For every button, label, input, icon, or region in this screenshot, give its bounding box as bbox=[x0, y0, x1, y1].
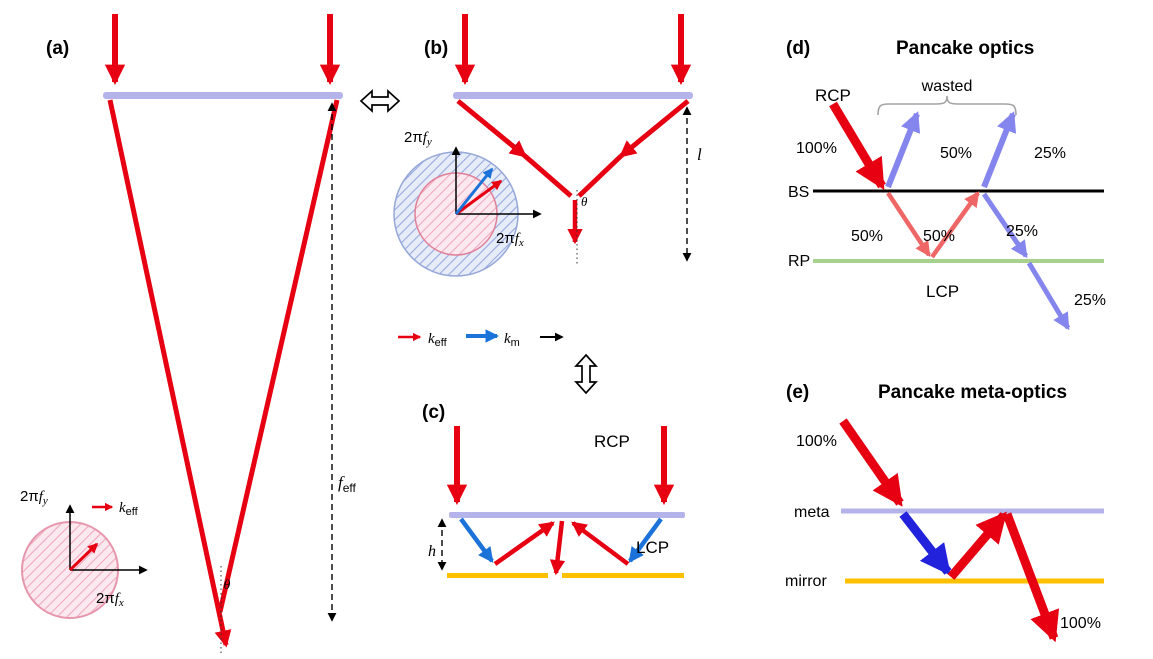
lcp-down-arrow bbox=[899, 511, 952, 576]
return-up-arrow bbox=[930, 191, 980, 259]
bounce-ray-left bbox=[493, 521, 555, 566]
pct-wasted-2-label: 25% bbox=[1034, 145, 1066, 162]
k-eff-legend-label: keff bbox=[119, 500, 139, 518]
panel-b-label: (b) bbox=[424, 38, 448, 59]
metalens-bar bbox=[453, 92, 693, 99]
lcp-ray-left bbox=[459, 517, 494, 563]
fx-axis-label: 2πfx bbox=[96, 590, 124, 609]
focal-length-label: feff bbox=[338, 473, 357, 495]
wasted-arrow-2 bbox=[981, 111, 1017, 189]
theta-label: θ bbox=[224, 578, 231, 593]
bounce-up-arrow bbox=[947, 511, 1008, 580]
panel-a: (a) θ feff 2πfy 2πfx keff bbox=[20, 14, 357, 656]
bs-label: BS bbox=[788, 184, 809, 201]
panel-b: (b) θ l 2πfy 2πfx keff km bbox=[393, 14, 702, 349]
focused-ray-right bbox=[217, 99, 340, 613]
folded-ray-left-2 bbox=[523, 154, 573, 198]
meta-label: meta bbox=[794, 504, 830, 521]
lcp-ray-right bbox=[628, 517, 663, 563]
exit-arrow bbox=[1026, 261, 1071, 331]
panel-e-label: (e) bbox=[786, 382, 809, 403]
mirror-right bbox=[562, 573, 684, 578]
folded-ray-right-2 bbox=[577, 154, 623, 198]
rcp-label: RCP bbox=[815, 86, 851, 105]
pct-reflect-label: 25% bbox=[1006, 223, 1038, 240]
panel-d: (d) Pancake optics RCP wasted BS RP 100%… bbox=[786, 38, 1106, 331]
pct-out-label: 100% bbox=[1060, 615, 1101, 632]
equivalence-arrow-horizontal bbox=[359, 89, 401, 113]
wasted-label: wasted bbox=[921, 78, 973, 95]
pct-return-label: 50% bbox=[923, 228, 955, 245]
wasted-arrow-1 bbox=[885, 111, 921, 189]
incident-arrow bbox=[829, 101, 886, 190]
wasted-brace bbox=[877, 95, 1017, 116]
focused-ray-left bbox=[107, 99, 232, 648]
folded-ray-right-1 bbox=[619, 99, 690, 158]
pct-in-label: 100% bbox=[796, 140, 837, 157]
k-eff-legend-label: keff bbox=[428, 331, 448, 349]
k-eff-vector bbox=[68, 542, 99, 572]
reflected-down-arrow bbox=[981, 192, 1029, 259]
transmitted-down-arrow bbox=[886, 191, 931, 257]
metalens-bar bbox=[449, 512, 685, 518]
pct-down-label: 50% bbox=[851, 228, 883, 245]
panel-e: (e) Pancake meta-optics 100% meta mirror… bbox=[785, 382, 1104, 643]
mirror-label: mirror bbox=[785, 573, 827, 590]
fx-axis-label: 2πfx bbox=[496, 230, 524, 249]
lcp-label: LCP bbox=[636, 538, 669, 557]
incident-arrow bbox=[839, 418, 904, 507]
pct-in-label: 100% bbox=[796, 433, 837, 450]
panel-a-label: (a) bbox=[46, 38, 69, 59]
fy-axis-label: 2πfy bbox=[20, 488, 48, 507]
h-label: h bbox=[428, 543, 436, 560]
lcp-label: LCP bbox=[926, 282, 959, 301]
rcp-label: RCP bbox=[594, 432, 630, 451]
panel-e-title: Pancake meta-optics bbox=[878, 382, 1067, 403]
mirror-left bbox=[447, 573, 548, 578]
gap-length-label: l bbox=[697, 145, 702, 164]
equivalence-arrow-vertical bbox=[574, 353, 598, 395]
metalens-bar bbox=[103, 92, 343, 99]
panel-c-label: (c) bbox=[422, 402, 445, 423]
pct-out-label: 25% bbox=[1074, 292, 1106, 309]
k-m-legend-label: km bbox=[504, 331, 520, 349]
folded-ray-left-1 bbox=[456, 99, 527, 158]
exit-ray-center bbox=[549, 520, 566, 576]
exit-arrow bbox=[1002, 512, 1060, 643]
panel-d-title: Pancake optics bbox=[896, 38, 1034, 59]
k-m-vector bbox=[454, 167, 494, 215]
rp-label: RP bbox=[788, 253, 810, 270]
k-eff-vector bbox=[455, 179, 503, 216]
theta-label: θ bbox=[581, 194, 588, 209]
panel-d-label: (d) bbox=[786, 38, 810, 59]
pct-wasted-1-label: 50% bbox=[940, 145, 972, 162]
fy-axis-label: 2πfy bbox=[404, 129, 432, 148]
bounce-ray-right bbox=[571, 521, 630, 566]
panel-c: (c) RCP h LCP bbox=[422, 402, 685, 578]
